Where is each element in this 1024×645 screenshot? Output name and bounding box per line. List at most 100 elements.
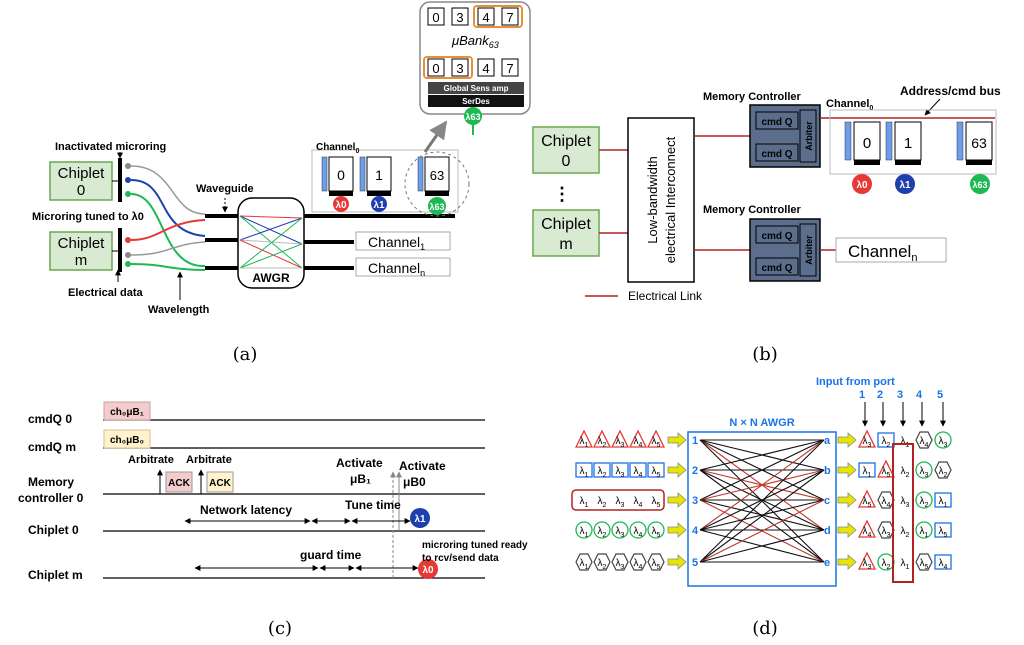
b-interconnect-box: Low-bandwidth electrical Interconnect — [627, 117, 695, 283]
c-row-ctrl0: controller 0 — [18, 491, 84, 505]
c-cmd0-box — [103, 401, 151, 421]
d-right-port: b — [824, 465, 831, 477]
d-crossbar-line — [699, 499, 825, 563]
d-input-row-box — [571, 489, 665, 511]
d-lambda-label: λ5 — [652, 436, 661, 449]
d-left-port: 3 — [692, 495, 698, 507]
serdes-bar — [428, 95, 524, 107]
c-activate0-label: Activate — [399, 459, 446, 473]
d-output-arrow — [837, 462, 857, 478]
c-row-mem: Memory — [28, 475, 74, 489]
d-lambda-label: λ2 — [598, 526, 607, 539]
d-lambda-label: λ4 — [939, 558, 948, 571]
b-arbiter-bottom: Arbiter — [804, 235, 814, 265]
d-lambda-label: λ2 — [598, 436, 607, 449]
d-symbol-square — [934, 554, 952, 570]
d-symbol-circle — [647, 521, 665, 539]
d-lambda-label: λ1 — [920, 526, 929, 539]
d-symbol-square — [593, 462, 611, 478]
b-chiplet-m-num: m — [559, 236, 572, 253]
d-crossbar-line — [699, 439, 825, 471]
c-cmdm-box-label: ch₀μB₀ — [110, 435, 144, 446]
c-guard-time-label: guard time — [300, 548, 362, 562]
d-symbol-hexagon — [647, 553, 665, 571]
bank-0-label: 0 — [337, 167, 345, 183]
c-ring-lambda0 — [418, 559, 438, 579]
sens-amp-label: Global Sens amp — [444, 84, 509, 93]
c-activate0-sub: μB0 — [403, 475, 426, 489]
d-lambda-label: λ3 — [939, 436, 948, 449]
chiplet-0-num: 0 — [77, 182, 85, 199]
serdes-label: SerDes — [462, 97, 490, 106]
d-lambda-label: λ3 — [616, 496, 625, 509]
b-chiplet-0-box: Chiplet 0 — [532, 126, 600, 174]
c-ack-2 — [206, 471, 234, 493]
b-legend-label: Electrical Link — [628, 289, 703, 303]
d-symbol-circle — [915, 491, 933, 509]
b-arbiter-top: Arbiter — [804, 121, 814, 151]
b-chiplet-m-label: Chiplet — [541, 216, 591, 233]
d-input-title: Input from port — [816, 376, 895, 388]
d-lambda-label: λ3 — [882, 526, 891, 539]
b-ellipsis: ⋮ — [553, 184, 571, 204]
d-symbol-square — [934, 522, 952, 538]
d-lambda-label: λ2 — [939, 466, 948, 479]
b-ring-lambda0 — [852, 174, 872, 194]
d-symbol-square — [575, 462, 593, 478]
channel-0-label: Channel0 — [316, 142, 359, 155]
microring-bar-0 — [118, 158, 122, 202]
awgr-block: AWGR — [237, 197, 305, 289]
b-bank-1-label: 1 — [904, 135, 912, 152]
sens-amp-bar — [428, 82, 524, 94]
ubank-bottom-cell: 4 — [482, 61, 489, 76]
d-awgr-title: N × N AWGR — [729, 417, 794, 429]
d-lambda-label: λ1 — [580, 496, 589, 509]
d-lambda-label: λ4 — [863, 526, 872, 539]
b-bank-0-label: 0 — [863, 135, 871, 152]
d-lambda-label: λ1 — [580, 558, 589, 571]
ubank-top-cell: 4 — [482, 10, 489, 25]
c-row-cmdqm: cmdQ m — [28, 440, 76, 454]
b-interconnect-label-1: Low-bandwidth — [645, 156, 660, 243]
d-crossbar-line — [699, 469, 825, 563]
d-crossbar-line — [699, 439, 825, 563]
d-lambda-label: λ1 — [901, 436, 910, 449]
d-right-port: a — [824, 435, 831, 447]
d-lambda-label: λ5 — [652, 558, 661, 571]
chiplet-m-box: Chiplet m — [49, 231, 113, 271]
b-mem-ctrl-top: cmd Q cmd Q Arbiter — [749, 104, 821, 168]
d-right-port: c — [824, 495, 830, 507]
d-symbol-hexagon — [934, 461, 952, 479]
caption-d: (d) — [752, 618, 778, 639]
d-lambda-label: λ2 — [920, 496, 929, 509]
d-symbol-circle — [575, 521, 593, 539]
d-symbol-triangle — [857, 489, 877, 508]
caption-c: (c) — [268, 618, 292, 639]
d-lambda-label: λ4 — [634, 466, 643, 479]
c-row-cmdq0: cmdQ 0 — [28, 412, 72, 426]
c-activate1-sub: μB₁ — [350, 472, 371, 486]
b-cmdq-top-2: cmd Q — [761, 149, 792, 160]
ubank-bottom-cell: 7 — [506, 61, 513, 76]
d-symbol-hexagon — [629, 553, 647, 571]
d-left-port: 1 — [692, 435, 698, 447]
d-lambda-label: λ1 — [901, 558, 910, 571]
c-cmd0-box-label: ch₀μB₁ — [110, 407, 144, 418]
c-arbitrate-1: Arbitrate — [128, 454, 174, 466]
d-lambda-label: λ3 — [616, 466, 625, 479]
d-symbol-hexagon — [593, 553, 611, 571]
b-ring-lambda1 — [895, 174, 915, 194]
d-lambda-label: λ4 — [634, 436, 643, 449]
ubank-bottom-row: 0 3 4 7 — [423, 56, 519, 79]
b-cmdq-top-1: cmd Q — [761, 117, 792, 128]
b-chiplet-0-label: Chiplet — [541, 133, 591, 150]
d-lambda-label: λ2 — [598, 558, 607, 571]
d-symbol-circle — [915, 461, 933, 479]
d-symbol-triangle — [857, 551, 877, 570]
ring-lambda1-a-label: λ1 — [373, 200, 385, 211]
d-port3-highlight — [892, 443, 914, 583]
c-row-chiplet0: Chiplet 0 — [28, 523, 79, 537]
